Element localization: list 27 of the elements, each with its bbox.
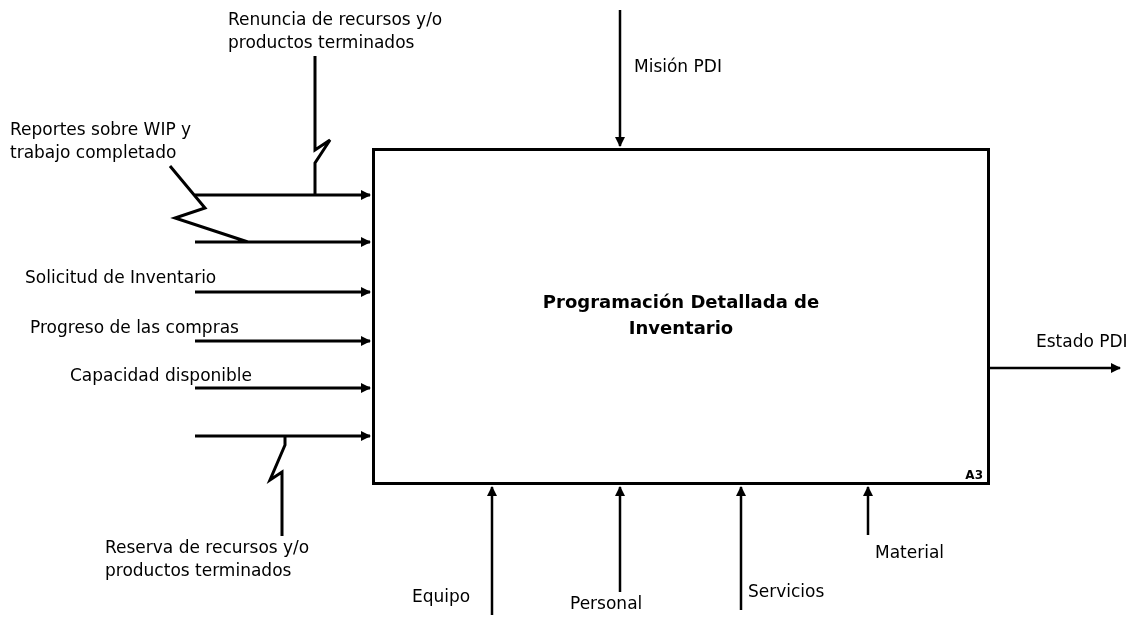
arrow xyxy=(195,336,371,346)
arrow-label: Capacidad disponible xyxy=(70,364,252,387)
arrow xyxy=(615,486,625,592)
arrow xyxy=(168,164,372,247)
arrow-label: Reserva de recursos y/o productos terminados xyxy=(105,536,355,582)
arrow xyxy=(195,383,371,393)
arrow-label: Estado PDI xyxy=(1036,330,1128,353)
arrow-label: Equipo xyxy=(412,585,471,608)
arrow xyxy=(487,486,497,615)
arrow-label: Renuncia de recursos y/o productos terminados xyxy=(228,8,518,54)
arrow-label: Progreso de las compras xyxy=(30,316,239,339)
arrow xyxy=(193,431,372,538)
arrow-label: Solicitud de Inventario xyxy=(25,266,217,289)
arrow-label: Material xyxy=(875,541,945,564)
arrow-label: Misión PDI xyxy=(634,55,722,78)
arrow-label: Reportes sobre WIP y trabajo completado xyxy=(10,118,255,164)
arrow xyxy=(863,486,873,535)
arrow-label: Servicios xyxy=(748,580,825,603)
function-box xyxy=(372,148,990,485)
arrow xyxy=(990,363,1121,373)
arrow xyxy=(736,486,746,610)
arrow xyxy=(193,54,372,200)
function-title: Programación Detallada de Inventario xyxy=(541,290,821,340)
node-number: A3 xyxy=(965,468,983,482)
arrow xyxy=(615,10,625,147)
arrow xyxy=(195,287,371,297)
arrow-label: Personal xyxy=(570,592,643,615)
